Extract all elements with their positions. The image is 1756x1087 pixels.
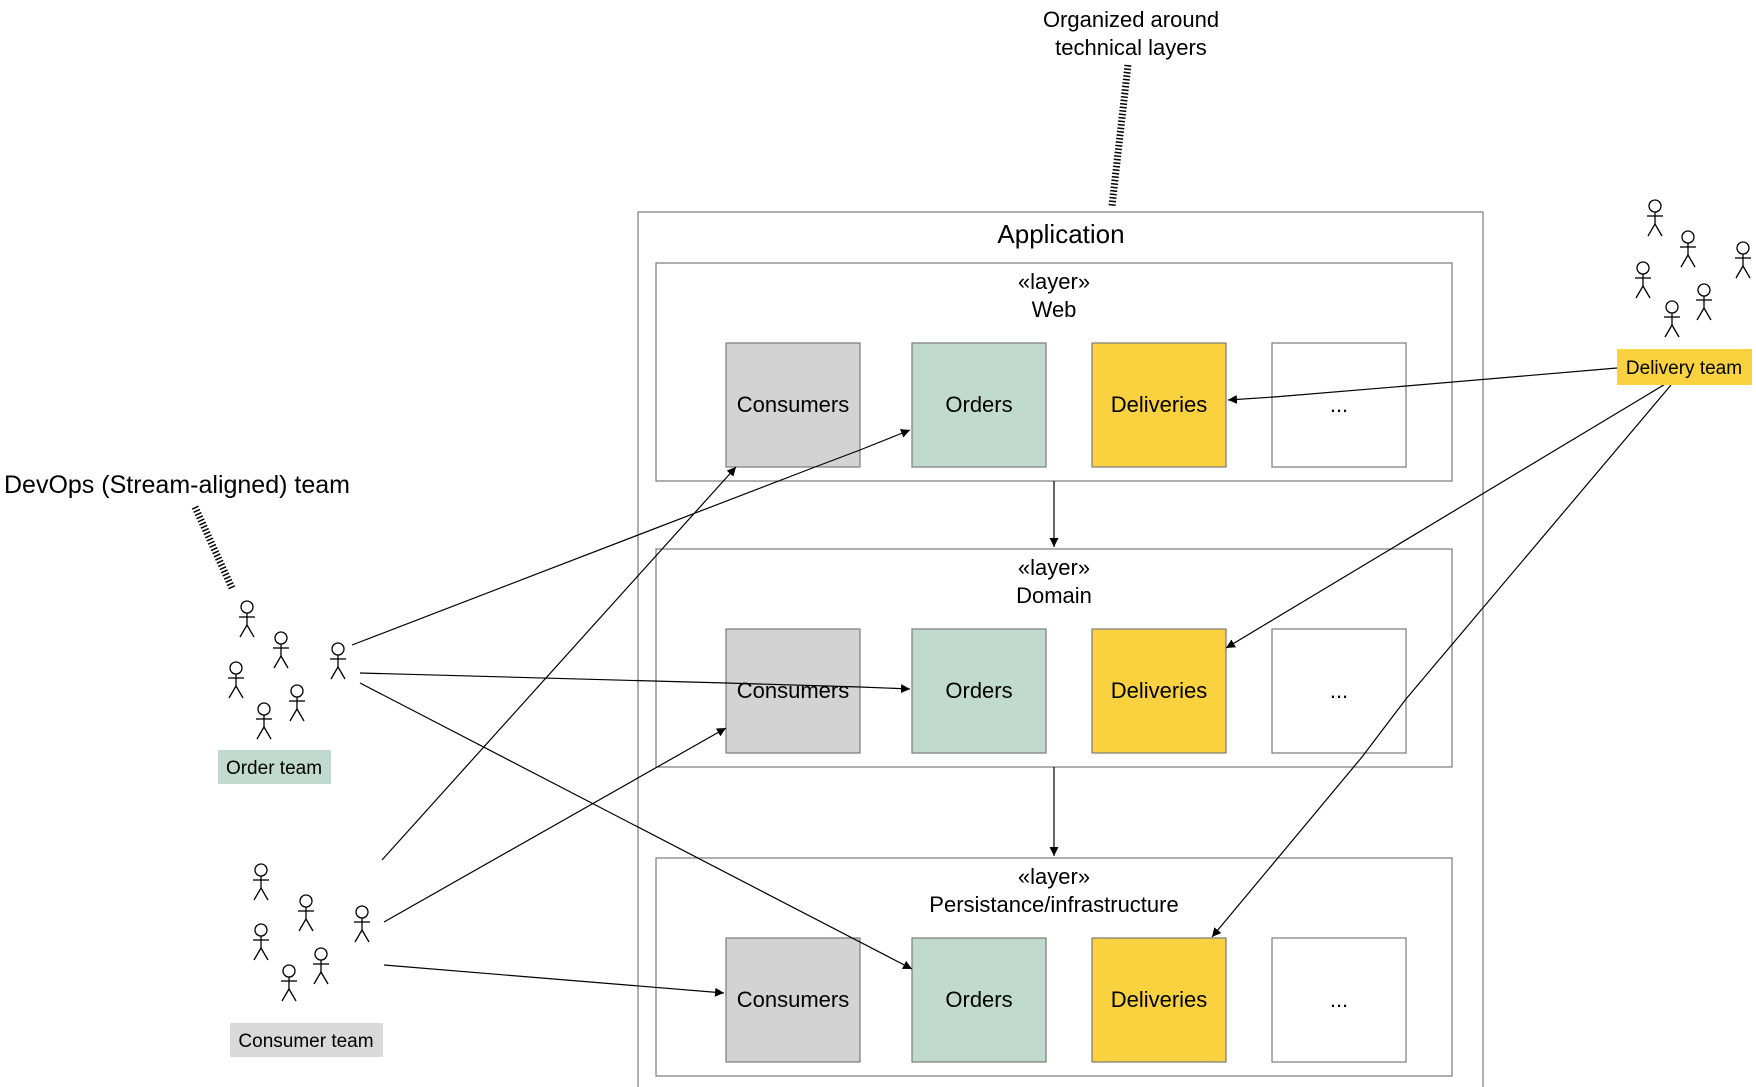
consumer-team-to-domain-consumers-connector xyxy=(383,727,727,923)
domain-deliveries-module: Deliveries xyxy=(1091,628,1227,754)
domain-orders-module: Orders xyxy=(911,628,1047,754)
layer-stereotype: «layer» xyxy=(1018,555,1090,580)
module-label: Consumers xyxy=(737,987,849,1012)
person-icon xyxy=(252,923,270,961)
module-label: Deliveries xyxy=(1111,678,1208,703)
consumer-team-badge: Consumer team xyxy=(230,1023,383,1057)
person-icon xyxy=(1663,300,1681,338)
order-team-label: Order team xyxy=(226,758,322,779)
delivery-team-people xyxy=(1634,199,1752,338)
person-icon xyxy=(272,631,290,669)
person-icon xyxy=(1734,241,1752,279)
module-label: ... xyxy=(1330,987,1348,1012)
person-icon xyxy=(288,684,306,722)
devops-team-label: DevOps (Stream-aligned) team xyxy=(4,471,350,499)
module-label: Deliveries xyxy=(1111,392,1208,417)
person-icon xyxy=(329,642,347,680)
layer-name: Domain xyxy=(1016,583,1092,608)
web-other-module: ... xyxy=(1271,342,1407,468)
person-icon xyxy=(297,894,315,932)
order-team-people xyxy=(227,600,347,740)
layer-stereotype: «layer» xyxy=(1018,864,1090,889)
person-icon xyxy=(353,905,371,943)
domain-consumers-module: Consumers xyxy=(725,628,861,754)
delivery-team-to-web-deliveries-connector xyxy=(1227,367,1618,404)
layer-stereotype: «layer» xyxy=(1018,269,1090,294)
module-label: Deliveries xyxy=(1111,987,1208,1012)
domain-other-module: ... xyxy=(1271,628,1407,754)
devops-pointer xyxy=(191,505,236,590)
module-label: Orders xyxy=(945,392,1012,417)
delivery-team-to-persistance-deliveries-connector xyxy=(1211,384,1672,938)
web-consumers-module: Consumers xyxy=(725,342,861,468)
person-icon xyxy=(1695,283,1713,321)
person-icon xyxy=(238,600,256,638)
note-line-1: Organized around xyxy=(1043,7,1219,32)
persistance-consumers-module: Consumers xyxy=(725,937,861,1063)
person-icon xyxy=(255,702,273,740)
module-label: Orders xyxy=(945,987,1012,1012)
application-title: Application xyxy=(997,219,1124,249)
consumer-team-to-web-consumers-connector xyxy=(381,466,737,861)
note-line-2: technical layers xyxy=(1055,35,1207,60)
person-icon xyxy=(252,863,270,901)
person-icon xyxy=(1634,261,1652,299)
delivery-team-label: Delivery team xyxy=(1626,358,1742,379)
module-label: Orders xyxy=(945,678,1012,703)
order-team-to-domain-orders-connector xyxy=(359,672,911,694)
layer-name: Persistance/infrastructure xyxy=(929,892,1178,917)
persistance-orders-module: Orders xyxy=(911,937,1047,1063)
person-icon xyxy=(227,661,245,699)
consumer-team-to-persistance-consumers-connector xyxy=(383,964,725,997)
person-icon xyxy=(1679,230,1697,268)
person-icon xyxy=(1646,199,1664,237)
order-team-to-persistance-orders-connector xyxy=(359,682,913,970)
person-icon xyxy=(312,947,330,985)
module-label: ... xyxy=(1330,392,1348,417)
delivery-team-to-domain-deliveries-connector xyxy=(1225,382,1668,649)
order-team-badge: Order team xyxy=(218,750,331,784)
module-label: ... xyxy=(1330,678,1348,703)
consumer-team-people xyxy=(252,863,371,1002)
web-orders-module: Orders xyxy=(911,342,1047,468)
layer-name: Web xyxy=(1032,297,1077,322)
web-deliveries-module: Deliveries xyxy=(1091,342,1227,468)
delivery-team-badge: Delivery team xyxy=(1617,349,1752,385)
module-label: Consumers xyxy=(737,392,849,417)
consumer-team-label: Consumer team xyxy=(238,1031,373,1052)
person-icon xyxy=(280,964,298,1002)
order-team-to-web-orders-connector xyxy=(351,429,911,646)
note-pointer xyxy=(1108,64,1132,207)
persistance-deliveries-module: Deliveries xyxy=(1091,937,1227,1063)
module-label: Consumers xyxy=(737,678,849,703)
persistance-other-module: ... xyxy=(1271,937,1407,1063)
